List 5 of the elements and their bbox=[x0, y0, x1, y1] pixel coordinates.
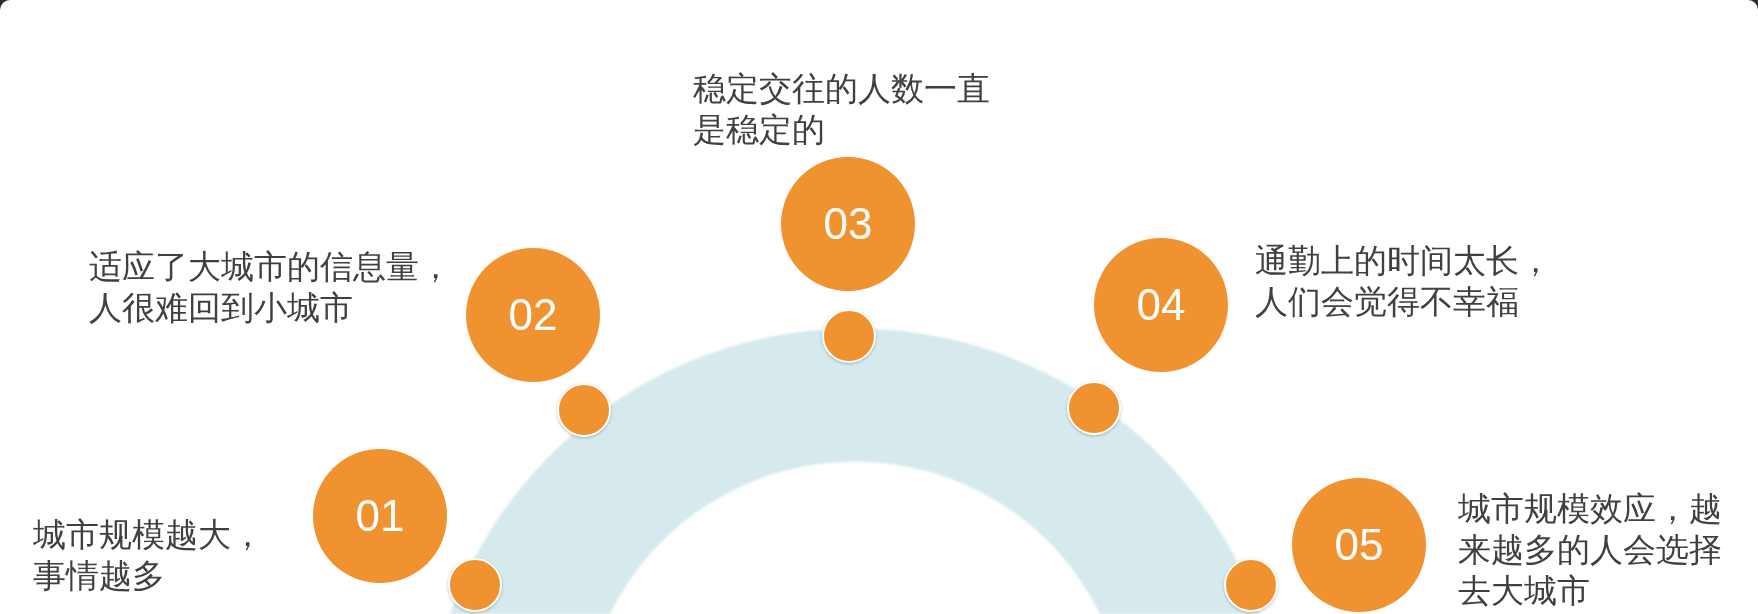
step-description: 适应了大城市的信息量，人很难回到小城市 bbox=[89, 246, 453, 328]
step-description: 城市规模越大，事情越多 bbox=[33, 514, 265, 596]
step-description: 城市规模效应，越来越多的人会选择去大城市 bbox=[1458, 488, 1723, 611]
step-description: 通勤上的时间太长，人们会觉得不幸福 bbox=[1255, 240, 1553, 322]
step-description: 稳定交往的人数一直是稳定的 bbox=[693, 68, 991, 150]
